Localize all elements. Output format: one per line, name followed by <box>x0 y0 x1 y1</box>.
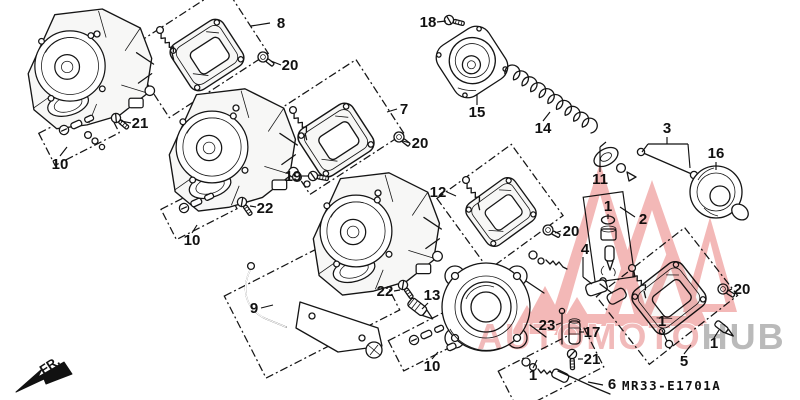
leader-line-1 <box>661 329 668 342</box>
callout-21: 21 <box>132 115 149 132</box>
watermark-text-primary: AUTOMOTO <box>477 316 702 357</box>
fr-arrow-glyph <box>15 361 73 393</box>
spring-14 <box>504 64 598 134</box>
diaphragm-cover-15 <box>435 25 509 99</box>
leader-line-3 <box>687 143 691 169</box>
leader-line-4 <box>582 276 593 285</box>
leader-line-1 <box>713 329 720 339</box>
leader-line-20 <box>270 60 282 66</box>
bolt-20a <box>255 49 277 70</box>
callout-18: 18 <box>420 14 437 31</box>
valve-13 <box>407 297 434 320</box>
screw-1-right <box>714 320 734 337</box>
cover-8 <box>165 14 249 96</box>
callout-1: 1 <box>710 335 718 352</box>
leader-line-10 <box>191 224 198 234</box>
leader-line-5 <box>683 344 692 355</box>
stray-jet <box>446 342 457 352</box>
callout-14: 14 <box>535 120 552 137</box>
leader-line-11 <box>599 141 607 148</box>
misc-hardware <box>83 30 568 270</box>
top-cap-16 <box>689 165 749 221</box>
leader-line-6 <box>587 381 604 386</box>
leader-line-20 <box>554 230 562 234</box>
leader-line-13 <box>421 302 429 310</box>
callout-5: 5 <box>680 353 688 370</box>
callout-7: 7 <box>400 101 408 118</box>
leader-line-2 <box>619 206 636 218</box>
callout-10: 10 <box>52 156 69 173</box>
callout-1: 1 <box>529 367 537 384</box>
callout-22: 22 <box>257 200 274 217</box>
leader-line-22 <box>393 289 401 292</box>
callout-20: 20 <box>734 281 751 298</box>
cover-12 <box>461 173 541 251</box>
leader-line-18 <box>436 20 447 23</box>
callout-10: 10 <box>184 232 201 249</box>
screw-18 <box>442 13 466 29</box>
callout-22: 22 <box>377 283 394 300</box>
callout-12: 12 <box>430 184 447 201</box>
carburetor-body-1 <box>27 8 156 130</box>
callout-19: 19 <box>285 168 302 185</box>
watermark-text-secondary: HUB <box>702 316 786 357</box>
callout-15: 15 <box>469 104 486 121</box>
leader-line-10 <box>59 146 68 157</box>
watermark: AUTOMOTOHUB <box>476 163 786 358</box>
bolt-20b <box>391 129 413 150</box>
leader-line-8 <box>250 22 271 27</box>
link-rod-3 <box>636 147 699 180</box>
leader-line-10 <box>431 351 439 360</box>
leader-line-3 <box>641 143 649 153</box>
bracket-9 <box>244 261 383 359</box>
callout-6: 6 <box>608 376 616 393</box>
callout-21: 21 <box>584 351 601 368</box>
callout-16: 16 <box>708 145 725 162</box>
callout-4: 4 <box>581 241 590 258</box>
callout-20: 20 <box>412 135 429 152</box>
leader-line-20 <box>402 140 411 144</box>
watermark-text: AUTOMOTOHUB <box>477 316 786 357</box>
leader-line-14 <box>542 111 551 122</box>
callout-20: 20 <box>563 223 580 240</box>
callout-9: 9 <box>250 300 258 317</box>
leader-line-12 <box>446 191 457 197</box>
callout-13: 13 <box>424 287 441 304</box>
diagram-code: MR33-E1701A <box>622 378 721 393</box>
pilot-screw-set-1 <box>521 357 570 383</box>
leader-line-9 <box>260 304 274 309</box>
screw-22b <box>395 277 417 302</box>
watermark-logo-icon <box>511 163 737 335</box>
callout-10: 10 <box>424 358 441 375</box>
leader-line-22 <box>249 205 257 208</box>
fr-arrow: FR. <box>15 353 73 393</box>
leader-line-7 <box>386 108 398 113</box>
callout-3: 3 <box>663 120 671 137</box>
leader-line-21 <box>120 120 132 124</box>
callout-20: 20 <box>282 57 299 74</box>
leader-line-1 <box>532 359 538 369</box>
jet-set-10c <box>407 322 446 347</box>
screw-1-under-cover <box>664 339 674 349</box>
callout-8: 8 <box>277 15 285 32</box>
jet-needle-6 <box>557 370 611 395</box>
